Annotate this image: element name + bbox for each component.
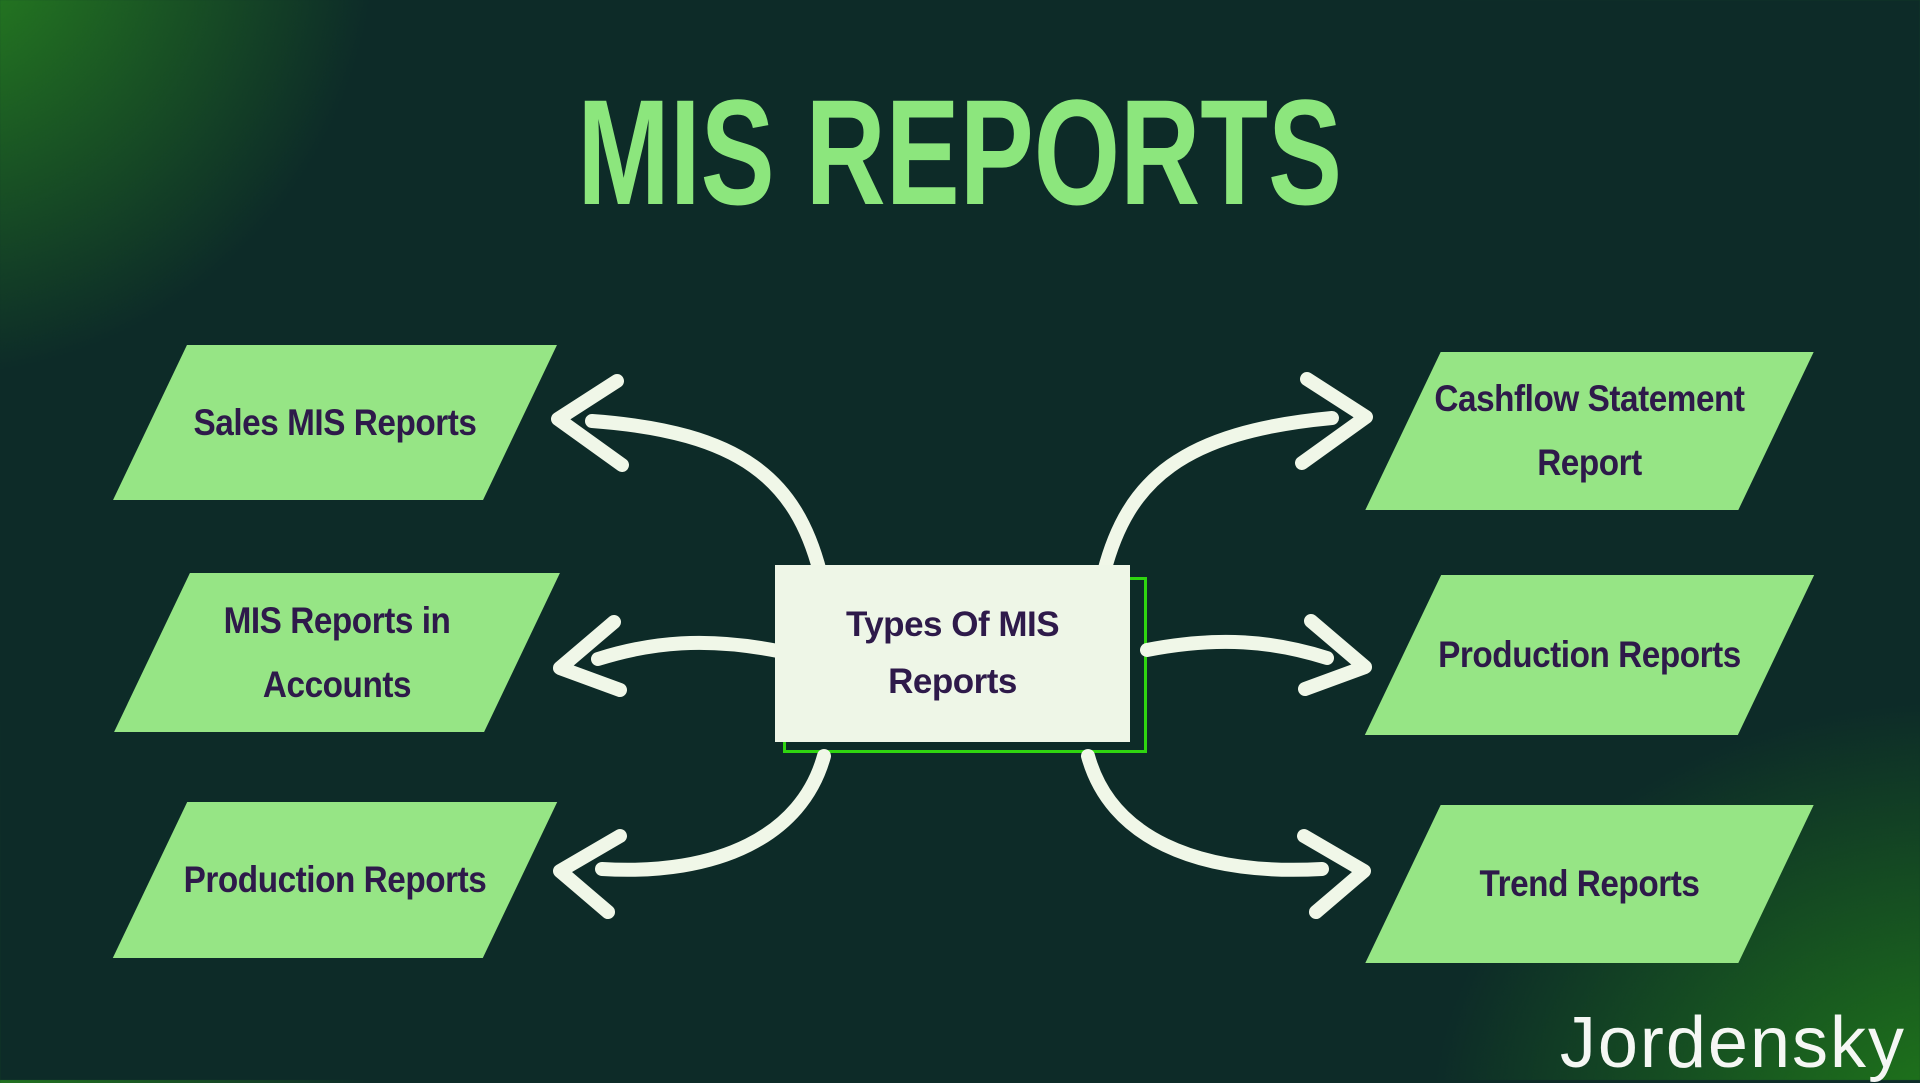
node-cashflow-statement-report: Cashflow Statement Report (1403, 352, 1776, 510)
node-sales-mis-reports: Sales MIS Reports (150, 345, 520, 500)
node-production-reports-left: Production Reports (150, 802, 520, 958)
node-mis-reports-in-accounts-label: MIS Reports in Accounts (223, 599, 451, 705)
arrow-center-to-trend-reports (1081, 749, 1371, 919)
node-mis-reports-in-accounts: MIS Reports in Accounts (152, 573, 522, 732)
node-trend-reports-label: Trend Reports (1479, 863, 1700, 905)
brand-watermark: Jordensky (1559, 1003, 1906, 1083)
arrow-center-to-cashflow-statement-report (1097, 372, 1373, 579)
node-production-reports-left-label: Production Reports (183, 859, 487, 901)
arrow-center-to-production-reports-left (553, 749, 831, 919)
node-production-reports-right-label: Production Reports (1438, 634, 1741, 676)
arrow-center-to-production-reports-right (1140, 614, 1372, 696)
node-sales-mis-reports-label: Sales MIS Reports (193, 401, 477, 443)
arrow-center-to-sales-mis-reports (551, 374, 827, 579)
node-production-reports-right: Production Reports (1403, 575, 1776, 735)
page-title: MIS REPORTS (0, 68, 1920, 236)
center-box: Types Of MIS Reports (775, 565, 1130, 742)
node-trend-reports: Trend Reports (1403, 805, 1776, 963)
page-title-text: MIS REPORTS (577, 67, 1343, 236)
node-cashflow-statement-report-label: Cashflow Statement Report (1434, 378, 1745, 483)
arrow-center-to-mis-reports-in-accounts (553, 615, 785, 697)
